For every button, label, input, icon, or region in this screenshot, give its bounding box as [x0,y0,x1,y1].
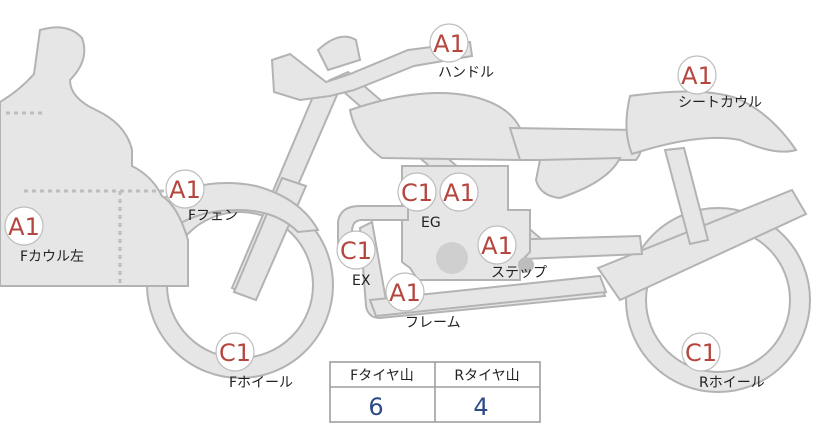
name-seat-cowl: シートカウル [678,95,762,111]
headlight-shape [316,35,362,72]
fuel-tank-shape [348,92,521,162]
grade-seat-cowl: A1 [681,62,713,90]
grade-eg-right: A1 [443,179,475,207]
rear-shock-shape [663,146,710,246]
tire-table-header-rear: Rタイヤ山 [454,368,519,384]
label-f-cowl-left: A1 Fカウル左 [4,206,84,265]
name-eg: EG [421,215,441,231]
label-f-fender: A1 Fフェン [165,169,238,224]
name-ex: EX [352,273,371,289]
label-seat-cowl: A1 シートカウル [677,55,762,111]
step-peg-shape [518,257,534,273]
grade-frame: A1 [389,279,421,307]
handlebar-shape [270,40,474,102]
tire-table-header-front: Fタイヤ山 [350,368,414,384]
name-frame: フレーム [405,315,461,331]
label-f-wheel: C1 Fホイール [215,332,293,391]
label-handle: A1 ハンドル [429,23,494,81]
label-eg: C1 A1 EG [397,172,479,231]
label-step: A1 ステップ [477,225,547,281]
name-step: ステップ [491,265,547,281]
label-r-wheel: C1 Rホイール [681,332,765,391]
tire-table: Fタイヤ山 Rタイヤ山 6 4 [329,361,541,423]
grade-f-fender: A1 [169,176,201,204]
seat-shape [508,126,644,161]
grade-step: A1 [481,232,513,260]
name-f-wheel: Fホイール [229,375,293,391]
grade-f-cowl-left: A1 [8,213,40,241]
grade-ex: C1 [340,237,372,265]
engine-cover-shape [436,242,468,274]
grade-eg-left: C1 [401,179,433,207]
grade-r-wheel: C1 [685,339,717,367]
tire-table-value-rear: 4 [473,393,488,421]
tire-table-value-front: 6 [368,393,383,421]
front-cowl-shape [0,26,189,287]
swing-arm-shape [596,188,808,302]
seat-cowl-shape [625,90,798,156]
grade-f-wheel: C1 [219,339,251,367]
name-r-wheel: Rホイール [699,375,765,391]
tail-shape [534,156,622,200]
frame-lower-shape [368,274,608,318]
name-f-fender: Fフェン [188,208,238,224]
name-f-cowl-left: Fカウル左 [20,249,84,265]
label-frame: A1 フレーム [385,272,461,331]
label-ex: C1 EX [336,230,376,289]
rear-wheel-shape [625,207,811,393]
name-handle: ハンドル [438,65,494,81]
grade-handle: A1 [433,30,465,58]
